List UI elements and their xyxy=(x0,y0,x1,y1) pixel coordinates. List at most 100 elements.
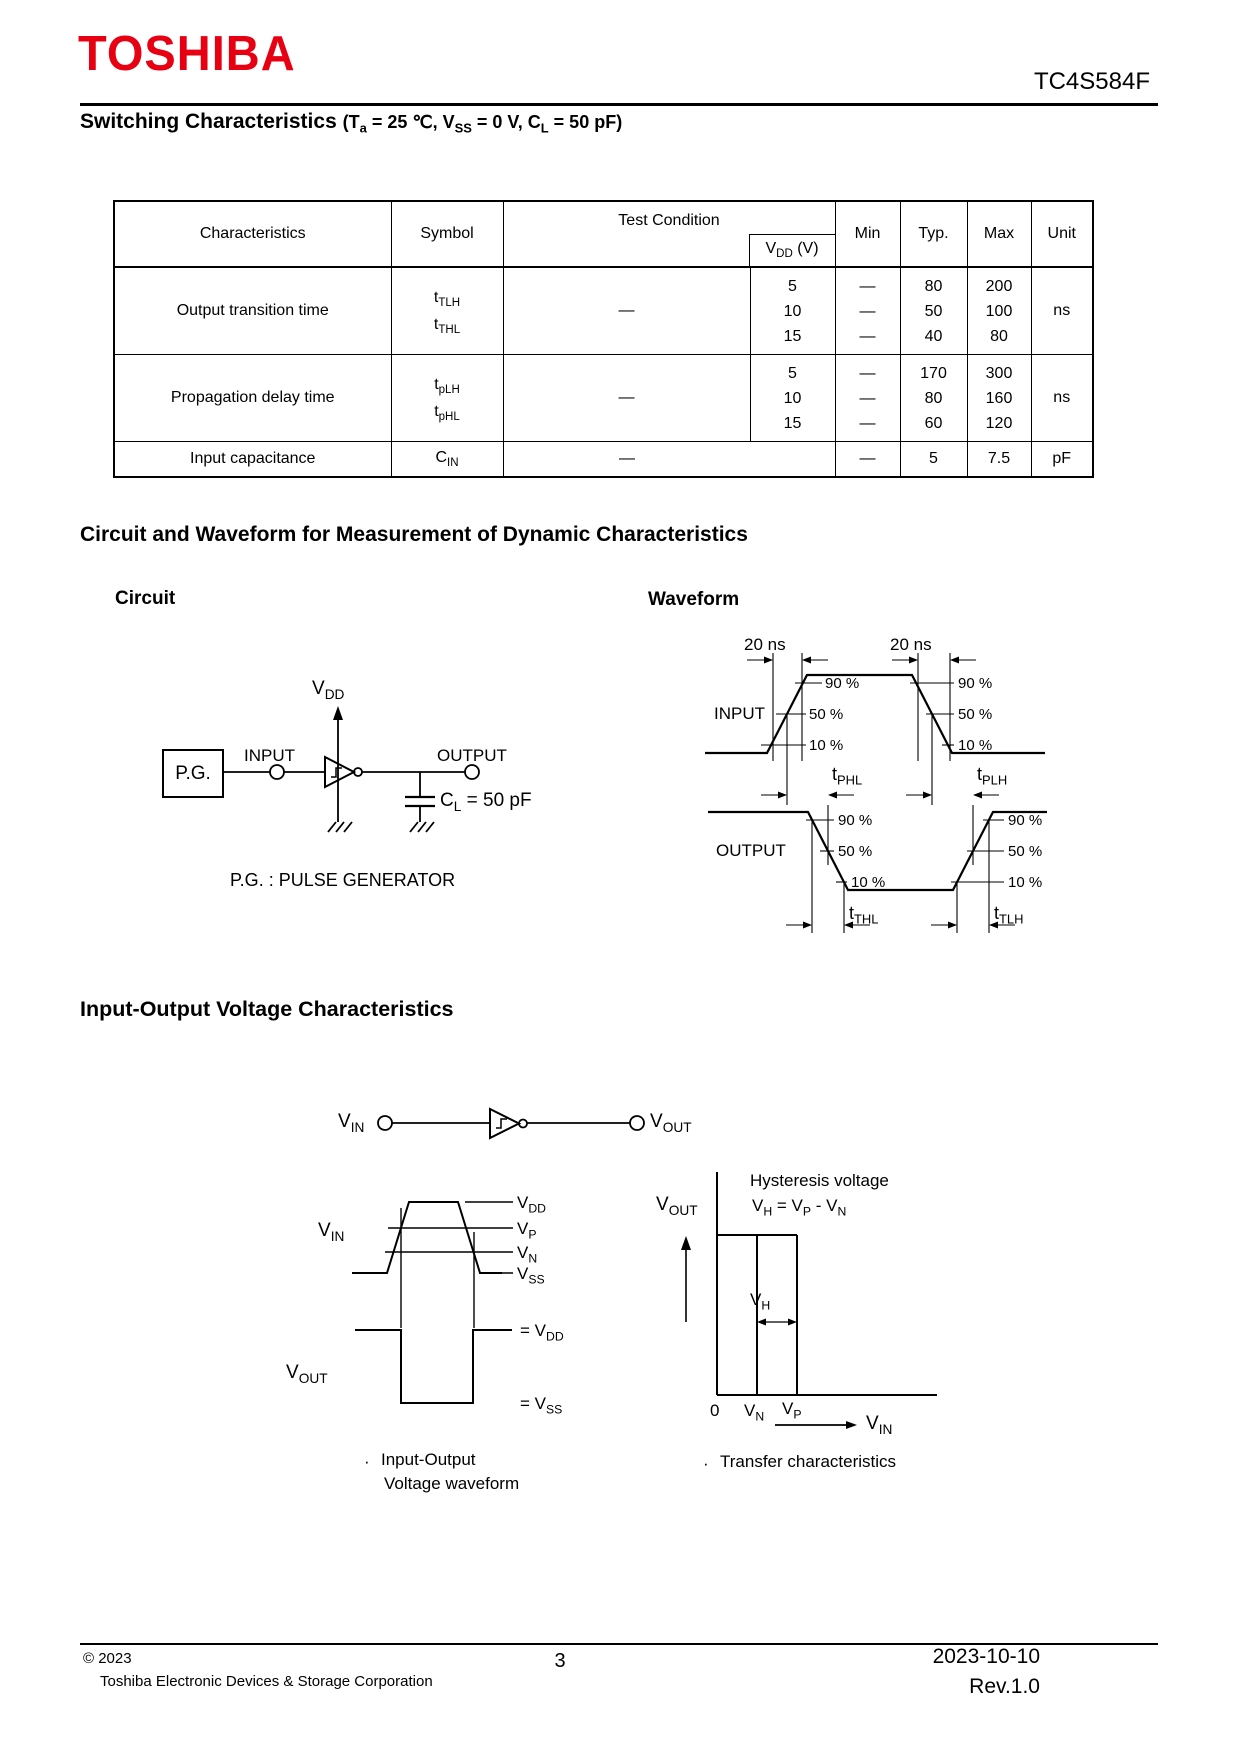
copyright: © 2023 xyxy=(83,1650,132,1667)
inverter-triangle-icon xyxy=(324,755,357,789)
test-condition-label: Test Condition xyxy=(618,212,720,229)
revision: Rev.1.0 xyxy=(969,1675,1040,1698)
row-min-values: — xyxy=(834,441,901,478)
page-title: Switching Characteristics (Ta = 25 ℃, VS… xyxy=(80,110,623,136)
row-vdd-values: 5 10 15 xyxy=(749,354,836,442)
col-header-typ: Typ. xyxy=(899,200,968,268)
footer-rule xyxy=(80,1643,1158,1645)
waveform-diagram-svg xyxy=(705,653,1047,933)
input-terminal-icon xyxy=(269,764,285,780)
transfer-caption: Transfer characteristics xyxy=(720,1452,897,1471)
fall-time-dimension-label: 20 ns xyxy=(890,635,932,654)
percent-10-label: 10 % xyxy=(809,737,844,754)
input-label: INPUT xyxy=(714,704,765,723)
vp-level-label: VP xyxy=(517,1219,537,1242)
vin-axis-arrow-icon xyxy=(846,1421,857,1429)
hysteresis-title: Hysteresis voltage xyxy=(750,1171,889,1190)
input-waveform xyxy=(705,673,1045,755)
row-vdd-values: 5 10 15 xyxy=(749,266,836,355)
row-max-values: 7.5 xyxy=(966,441,1032,478)
row-typ-values: 80 50 40 xyxy=(899,266,968,355)
origin-label: 0 xyxy=(710,1401,720,1420)
input-label: INPUT xyxy=(244,746,295,765)
rise-time-dimension-label: 20 ns xyxy=(744,635,786,654)
vin-label: VIN xyxy=(318,1220,345,1244)
company-name: Toshiba Electronic Devices & Storage Cor… xyxy=(100,1673,433,1690)
row-unit: pF xyxy=(1030,441,1094,478)
row-typ-values: 5 xyxy=(899,441,968,478)
table-row: Propagation delay time tpLH tpHL — 5 10 … xyxy=(113,354,1094,442)
col-header-max: Max xyxy=(966,200,1032,268)
vdd-label: VDD xyxy=(312,678,345,702)
percent-50-label: 50 % xyxy=(809,706,844,723)
vh-arrow-right-icon xyxy=(788,1318,797,1326)
row-symbol: CIN xyxy=(390,441,504,478)
table-row: Output transition time tTLH tTHL — 5 10 … xyxy=(113,266,1094,355)
io-waveform-caption-line2: Voltage waveform xyxy=(384,1474,520,1493)
io-inverter-svg xyxy=(377,1107,645,1140)
transfer-characteristics-svg xyxy=(681,1172,937,1429)
row-test-condition: — xyxy=(502,441,836,478)
io-voltage-waveform: VIN VOUT VDD VP VN VSS = VDD = VSS · Inp… xyxy=(280,1160,580,1505)
row-min-values: — — — xyxy=(834,266,901,355)
vn-level-label: VN xyxy=(517,1243,538,1266)
switching-characteristics-table: Characteristics Symbol Test Condition VD… xyxy=(113,200,1094,478)
row-symbol: tTLH tTHL xyxy=(390,266,504,355)
output-label: OUTPUT xyxy=(437,746,507,765)
subheading-waveform: Waveform xyxy=(648,589,740,610)
vin-terminal-icon xyxy=(377,1115,393,1131)
vss-level-label: VSS xyxy=(517,1264,545,1287)
section-heading-dynamic: Circuit and Waveform for Measurement of … xyxy=(80,523,748,546)
eq-vss-label: = VSS xyxy=(520,1394,563,1417)
vh-label: VH xyxy=(750,1290,771,1313)
percent-10-label: 10 % xyxy=(851,874,886,891)
bullet: · xyxy=(364,1452,370,1471)
col-header-characteristics: Characteristics xyxy=(113,200,392,268)
capacitor-icon xyxy=(405,795,435,808)
document-date: 2023-10-10 xyxy=(932,1645,1040,1668)
table-row: Input capacitance CIN — — 5 7.5 pF xyxy=(113,441,1094,478)
vout-terminal-icon xyxy=(629,1115,645,1131)
row-characteristic: Propagation delay time xyxy=(113,354,392,442)
inverter-triangle-icon xyxy=(489,1107,522,1140)
reference-lines xyxy=(385,1201,513,1328)
row-test-condition: — xyxy=(502,354,751,442)
row-characteristic: Output transition time xyxy=(113,266,392,355)
output-waveform xyxy=(708,810,1047,892)
vout-axis-arrow-icon xyxy=(681,1236,691,1250)
tplh-label: tPLH xyxy=(977,764,1008,788)
output-terminal-icon xyxy=(464,764,480,780)
io-waveform-caption-line1: Input-Output xyxy=(381,1450,476,1469)
page-number: 3 xyxy=(554,1650,566,1672)
pulse-generator-caption: P.G. : PULSE GENERATOR xyxy=(230,870,456,890)
col-header-unit: Unit xyxy=(1030,200,1094,268)
vdd-subheader: VDD (V) xyxy=(748,234,835,266)
percent-10-label: 10 % xyxy=(958,737,993,754)
circuit-diagram: P.G. VDD INPUT OUTPUT CL = 50 pF P.G. : … xyxy=(140,600,580,900)
row-max-values: 200 100 80 xyxy=(966,266,1032,355)
row-symbol: tpLH tpHL xyxy=(390,354,504,442)
schmitt-hysteresis-icon xyxy=(496,1118,507,1129)
vin-waveform xyxy=(352,1201,502,1274)
vin-axis-label: VIN xyxy=(866,1413,893,1437)
vp-tick-label: VP xyxy=(782,1399,802,1422)
schmitt-hysteresis-icon xyxy=(331,767,342,778)
hysteresis-loop xyxy=(717,1234,798,1395)
row-unit: ns xyxy=(1030,354,1094,442)
eq-vdd-label: = VDD xyxy=(520,1321,564,1344)
vout-label: VOUT xyxy=(286,1362,328,1386)
pulse-generator-label: P.G. xyxy=(175,762,211,784)
vh-arrow-left-icon xyxy=(757,1318,766,1326)
ground-icon xyxy=(409,821,435,833)
row-unit: ns xyxy=(1030,266,1094,355)
header-rule xyxy=(80,103,1158,106)
pulse-generator-box xyxy=(162,749,224,798)
percent-90-label: 90 % xyxy=(1008,812,1043,829)
row-min-values: — — — xyxy=(834,354,901,442)
row-test-condition: — xyxy=(502,266,751,355)
vin-label: VIN xyxy=(338,1111,365,1135)
percent-50-label: 50 % xyxy=(958,706,993,723)
vdd-arrow-icon xyxy=(333,706,343,720)
vout-label: VOUT xyxy=(650,1111,692,1135)
